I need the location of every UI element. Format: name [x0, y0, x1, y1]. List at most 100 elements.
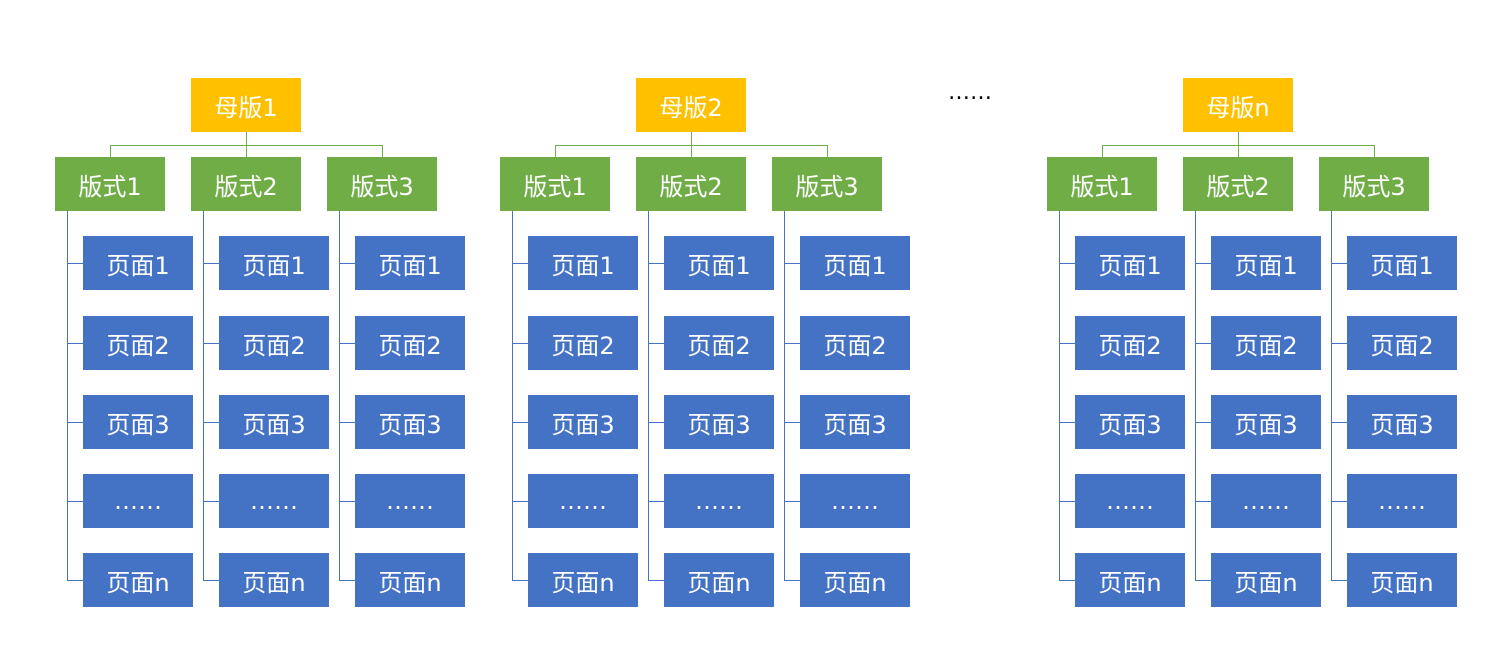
page-tree-branch	[648, 501, 664, 502]
page-tree-branch	[203, 343, 219, 344]
page-tree-branch	[1331, 263, 1347, 264]
page-tree-branch	[512, 343, 528, 344]
page-tree-branch	[1059, 422, 1075, 423]
page-tree-branch	[784, 343, 800, 344]
page-box: 页面3	[800, 395, 910, 449]
page-tree-branch	[784, 501, 800, 502]
page-tree-branch	[339, 422, 355, 423]
page-tree-branch	[784, 580, 800, 581]
page-tree-branch	[67, 263, 83, 264]
page-tree-branch	[1059, 580, 1075, 581]
page-box: 页面2	[800, 316, 910, 370]
page-tree-branch	[784, 263, 800, 264]
page-tree-line	[203, 211, 204, 581]
layout-connector-drop	[246, 145, 247, 157]
layout-box: 版式1	[1047, 157, 1157, 211]
page-box: 页面2	[83, 316, 193, 370]
master-box: 母版1	[191, 78, 301, 132]
page-box: 页面3	[1211, 395, 1321, 449]
layout-box: 版式3	[1319, 157, 1429, 211]
page-tree-line	[1059, 211, 1060, 581]
page-tree-branch	[339, 343, 355, 344]
page-tree-branch	[1331, 422, 1347, 423]
page-box: 页面1	[1211, 236, 1321, 290]
page-box: 页面2	[1075, 316, 1185, 370]
page-box: 页面2	[355, 316, 465, 370]
layout-connector-drop	[1238, 145, 1239, 157]
layout-connector-drop	[555, 145, 556, 157]
page-box: 页面3	[355, 395, 465, 449]
page-tree-branch	[512, 422, 528, 423]
layout-box: 版式2	[636, 157, 746, 211]
page-box: ……	[83, 474, 193, 528]
page-tree-line	[67, 211, 68, 581]
page-box: ……	[1211, 474, 1321, 528]
page-tree-line	[648, 211, 649, 581]
page-box: 页面1	[664, 236, 774, 290]
layout-box: 版式1	[500, 157, 610, 211]
page-tree-line	[1195, 211, 1196, 581]
page-box: ……	[664, 474, 774, 528]
page-tree-branch	[67, 501, 83, 502]
page-tree-branch	[648, 580, 664, 581]
layout-box: 版式2	[191, 157, 301, 211]
page-box: 页面n	[1211, 553, 1321, 607]
page-tree-branch	[784, 422, 800, 423]
page-box: 页面n	[83, 553, 193, 607]
page-box: 页面3	[664, 395, 774, 449]
page-tree-branch	[1331, 343, 1347, 344]
page-box: 页面1	[1347, 236, 1457, 290]
page-tree-branch	[67, 580, 83, 581]
page-tree-line	[784, 211, 785, 581]
page-box: 页面n	[528, 553, 638, 607]
page-box: 页面n	[355, 553, 465, 607]
page-box: 页面3	[83, 395, 193, 449]
page-tree-branch	[648, 422, 664, 423]
master-connector-stem	[1238, 132, 1239, 145]
page-tree-branch	[203, 422, 219, 423]
page-box: 页面n	[1347, 553, 1457, 607]
layout-connector-drop	[382, 145, 383, 157]
page-tree-line	[1331, 211, 1332, 581]
page-tree-branch	[1195, 343, 1211, 344]
layout-connector-drop	[827, 145, 828, 157]
page-box: 页面3	[528, 395, 638, 449]
page-box: 页面n	[219, 553, 329, 607]
page-box: 页面2	[664, 316, 774, 370]
layout-connector-drop	[691, 145, 692, 157]
page-tree-branch	[203, 580, 219, 581]
page-tree-branch	[648, 343, 664, 344]
page-box: ……	[355, 474, 465, 528]
page-box: 页面2	[1347, 316, 1457, 370]
page-box: 页面3	[219, 395, 329, 449]
master-box: 母版2	[636, 78, 746, 132]
master-connector-stem	[246, 132, 247, 145]
page-box: 页面2	[219, 316, 329, 370]
page-tree-branch	[203, 501, 219, 502]
page-box: ……	[1347, 474, 1457, 528]
layout-connector-drop	[110, 145, 111, 157]
page-tree-branch	[648, 263, 664, 264]
page-tree-branch	[1195, 422, 1211, 423]
page-tree-branch	[1331, 580, 1347, 581]
page-box: ……	[219, 474, 329, 528]
page-tree-branch	[67, 343, 83, 344]
layout-box: 版式3	[327, 157, 437, 211]
page-tree-branch	[203, 263, 219, 264]
page-tree-line	[339, 211, 340, 581]
page-tree-branch	[512, 501, 528, 502]
page-box: 页面1	[83, 236, 193, 290]
master-box: 母版n	[1183, 78, 1293, 132]
page-box: 页面2	[1211, 316, 1321, 370]
page-tree-branch	[1195, 501, 1211, 502]
page-tree-branch	[67, 422, 83, 423]
page-tree-line	[512, 211, 513, 581]
page-tree-branch	[1059, 263, 1075, 264]
page-box: 页面1	[1075, 236, 1185, 290]
page-tree-branch	[1059, 501, 1075, 502]
page-box: 页面2	[528, 316, 638, 370]
layout-box: 版式2	[1183, 157, 1293, 211]
page-box: 页面1	[219, 236, 329, 290]
page-box: 页面n	[664, 553, 774, 607]
page-box: ……	[800, 474, 910, 528]
